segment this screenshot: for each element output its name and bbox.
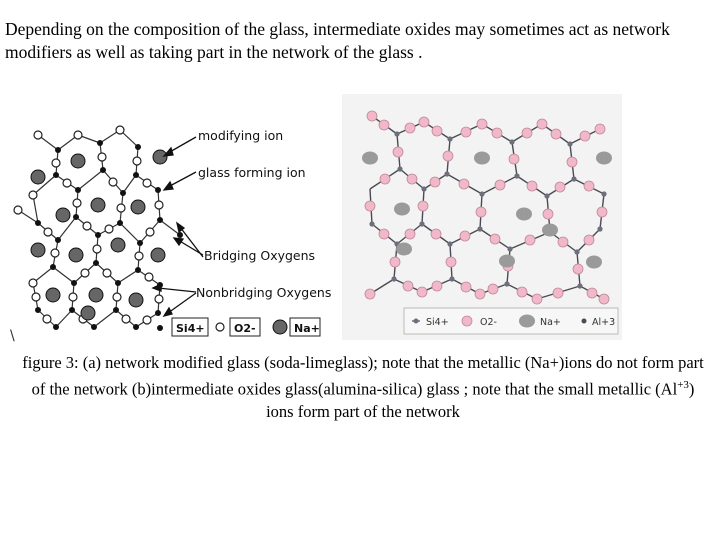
label-arrows [151,136,204,318]
legend-si-label: Si4+ [426,317,449,328]
figure-a-legend: Si4+ O2- Na+ [157,317,321,337]
glass-forming-ion-label: glass forming ion [198,165,306,180]
intermediate-oxides-glass-figure: Si4+ O2- Na+ Al+3 [342,94,622,340]
legend-na-label: Na+ [540,317,561,328]
sodium-ions [30,149,168,321]
caption-superscript: +3 [677,379,689,391]
legend-si-label: Si4+ [176,322,205,335]
figure-b-legend: Si4+ O2- Na+ Al+3 [403,307,619,335]
oxygen-atoms [364,110,610,305]
figure-caption: figure 3: (a) network modified glass (so… [18,352,708,423]
legend-o-label: O2- [480,317,497,328]
oxygen-atoms [13,125,164,325]
caption-text-end: ) ions form part of the network [266,379,695,421]
network-modified-glass-figure: modifying ion glass forming ion Bridging… [10,125,331,344]
intro-paragraph: Depending on the composition of the glas… [5,19,670,62]
nonbridging-oxygens-label: Nonbridging Oxygens [196,285,331,300]
silicon-atoms [35,140,183,330]
caption-text: figure 3: (a) network modified glass (so… [22,353,704,399]
stray-mark: \ [10,328,15,344]
bridging-oxygens-label: Bridging Oxygens [204,248,315,263]
legend-na-label: Na+ [294,322,320,335]
sodium-ions [362,151,612,269]
legend-al-label: Al+3 [592,317,615,328]
legend-o-label: O2- [234,322,256,335]
modifying-ion-label: modifying ion [198,128,283,143]
